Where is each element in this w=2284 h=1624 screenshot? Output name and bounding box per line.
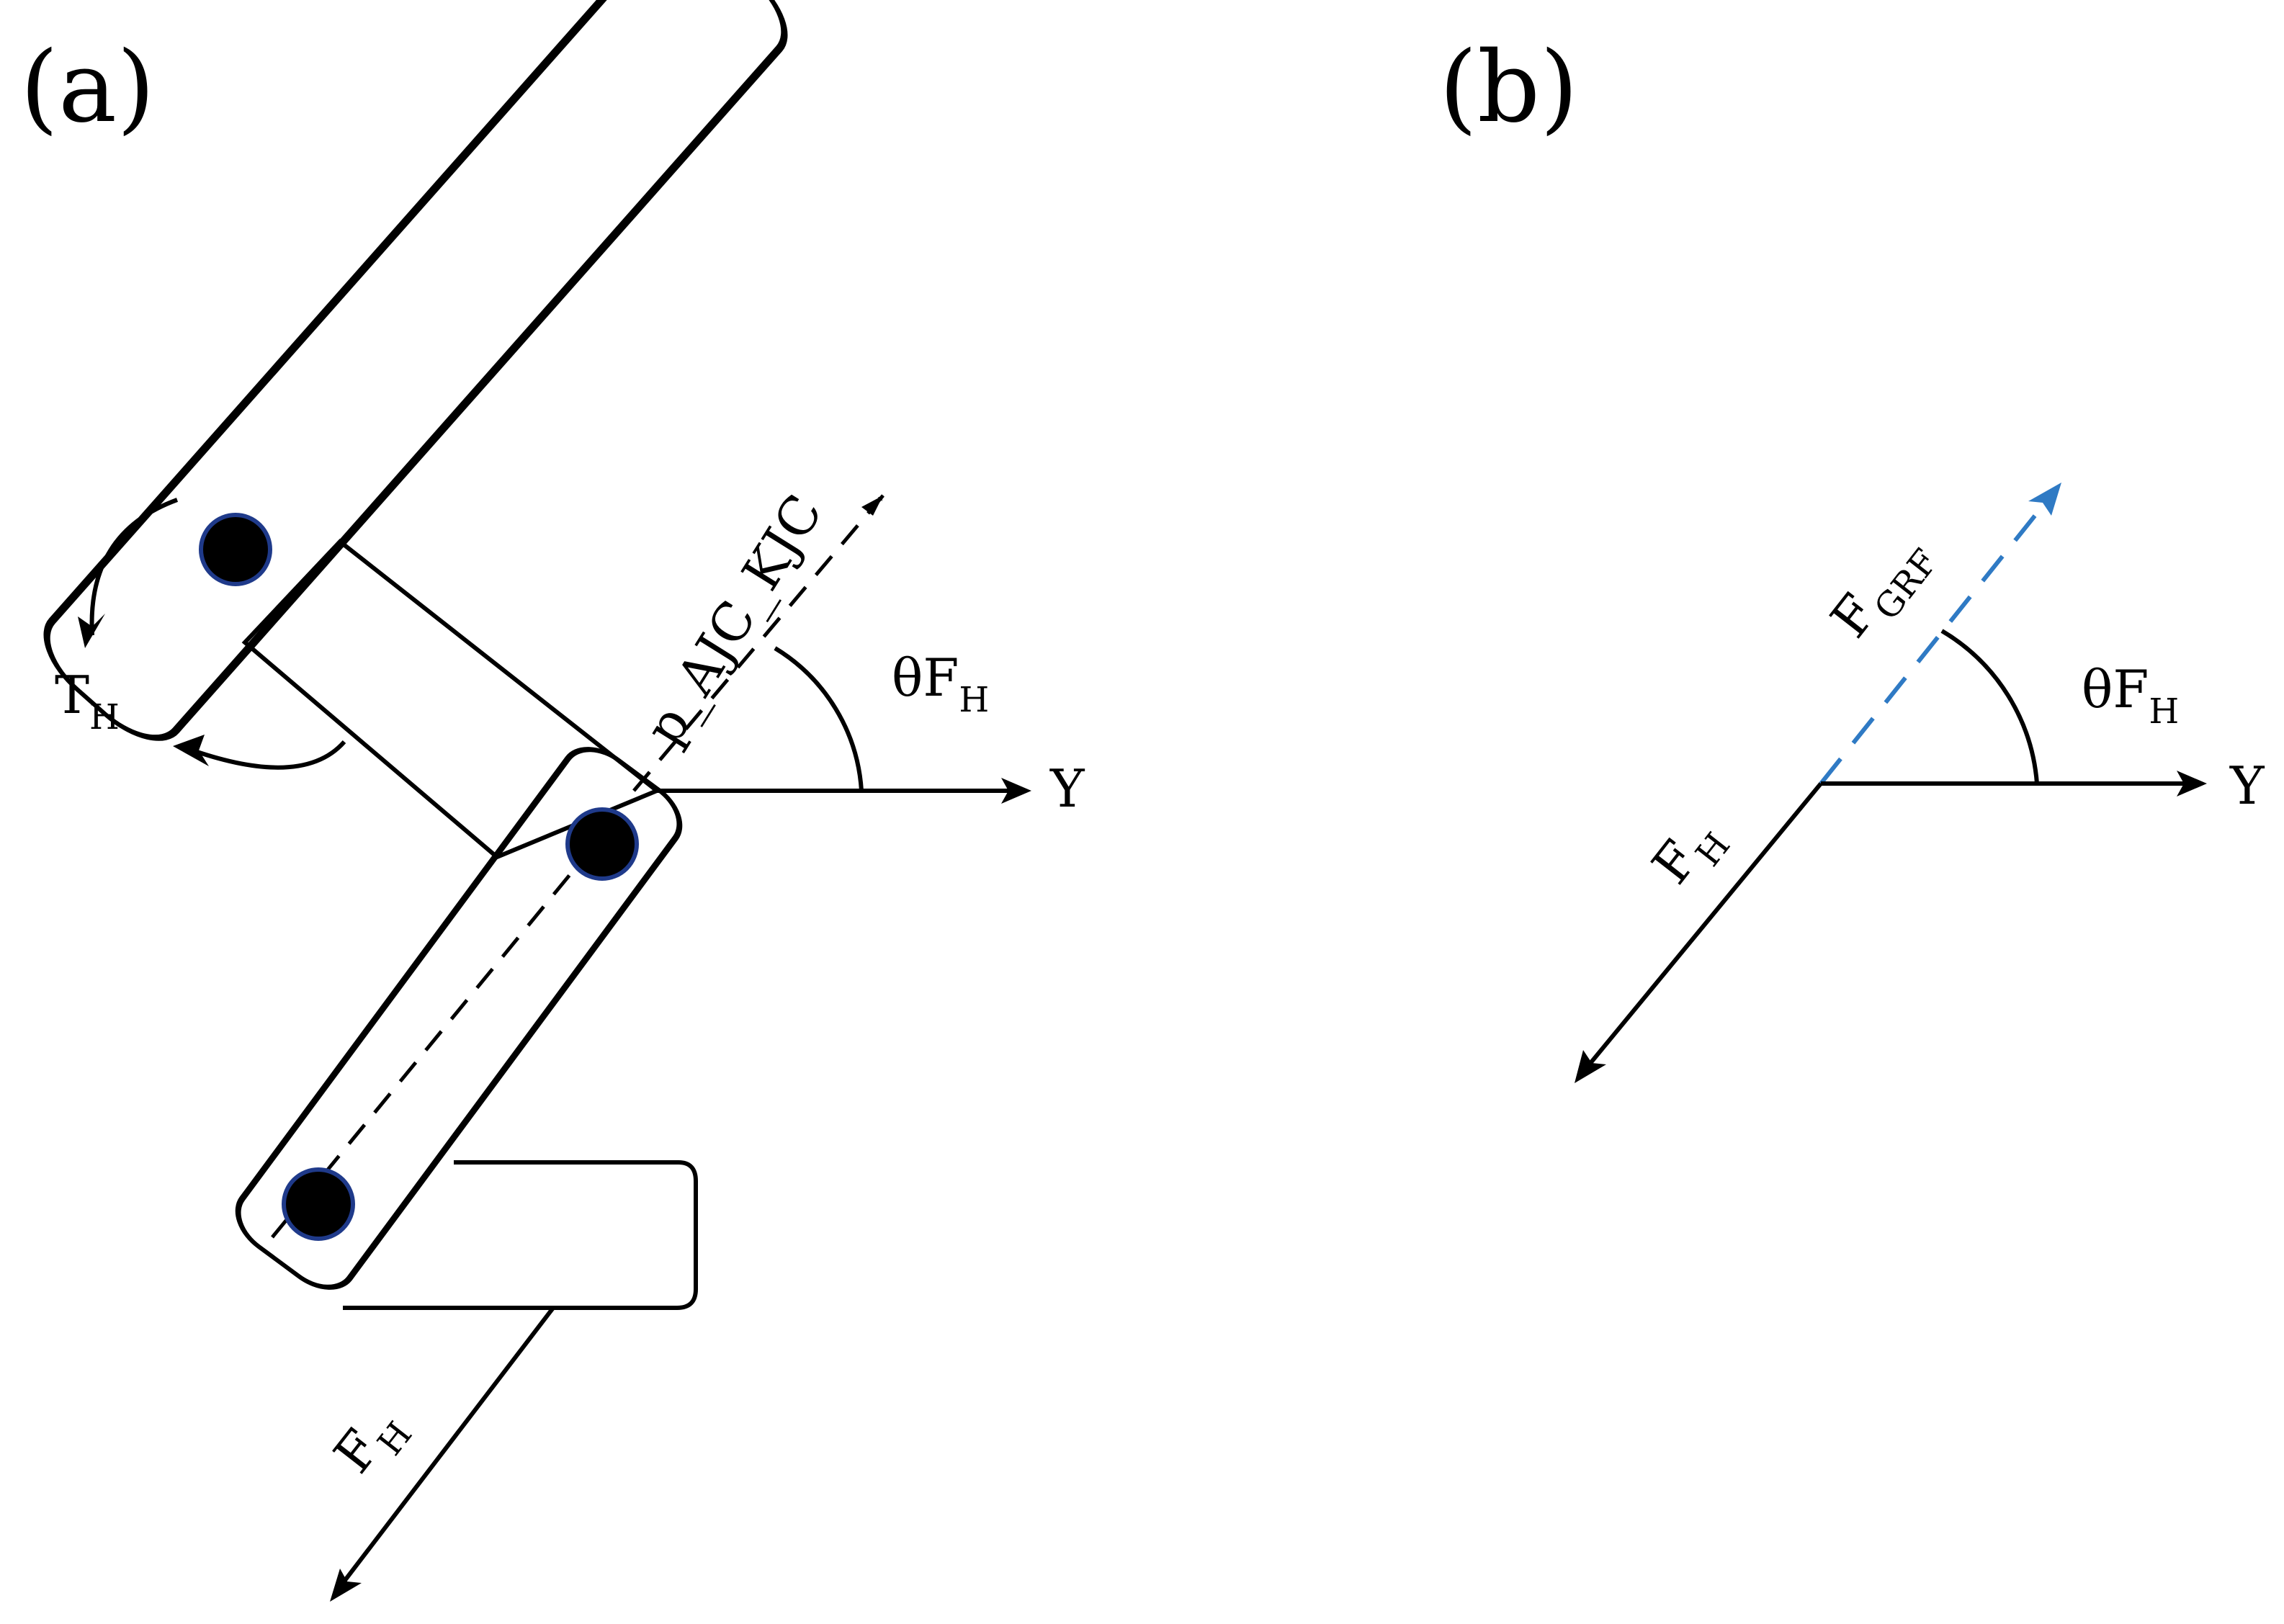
torque-arc-lower	[187, 740, 346, 770]
angle-label-b: θFH	[2082, 659, 2179, 732]
force-label-a: FH	[322, 1394, 420, 1491]
torque-arrowhead-upper	[78, 614, 105, 648]
force-label-b: FH	[1640, 805, 1738, 902]
panel-b-label: (b)	[1439, 31, 1578, 145]
ankle-joint	[282, 1167, 355, 1241]
y-axis-b-arrowhead	[2177, 771, 2207, 797]
grf-vector	[1819, 495, 2052, 785]
y-axis-label-a: Y	[1049, 758, 1085, 819]
hip-joint	[199, 513, 272, 586]
p-ajc-kjc-arrowhead	[861, 495, 883, 516]
panel-a-label: (a)	[20, 31, 155, 145]
panel-a: (a)	[20, 0, 1085, 1602]
angle-arc-b	[1940, 629, 2039, 784]
y-axis-label-b: Y	[2229, 755, 2265, 816]
trunk-segment	[43, 0, 788, 741]
vector-label-a: p_AJC_KJC	[633, 484, 834, 755]
shank-segment	[235, 747, 683, 1290]
force-fh-b	[1582, 782, 1823, 1072]
p-ajc-kjc-vector	[632, 494, 885, 792]
torque-label-a: TH	[55, 665, 120, 737]
force-fh-a-arrowhead	[330, 1569, 362, 1602]
force-fh-a	[336, 1306, 555, 1590]
foot-segment	[343, 1160, 698, 1310]
panel-b: (b) FGRF θFH Y FH	[1439, 31, 2265, 1083]
grf-arrowhead	[2028, 483, 2061, 516]
force-fh-b-arrowhead	[1575, 1050, 1606, 1083]
y-axis-a-arrowhead	[1001, 778, 1031, 804]
torque-arrowhead-lower	[173, 735, 209, 766]
torque-arc-upper	[89, 498, 179, 636]
angle-arc-a	[774, 646, 864, 791]
knee-joint	[565, 807, 639, 881]
angle-label-a: θFH	[892, 647, 989, 720]
grf-label-b: FGRF	[1819, 521, 1946, 656]
